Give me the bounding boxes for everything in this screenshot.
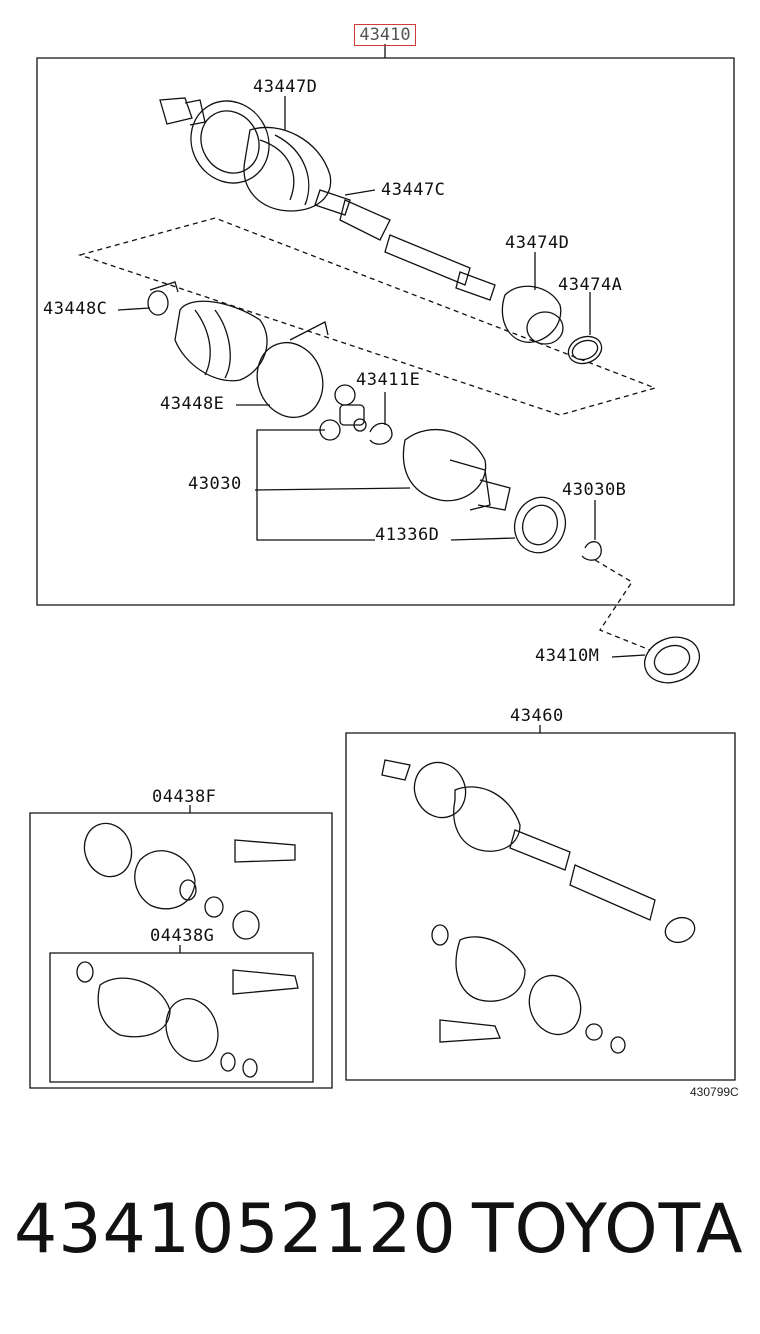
tripod-drawing [319,384,367,441]
kit-04438G-frame [49,952,314,1083]
clamp-ring-drawing [567,335,603,365]
part-label-43448E[interactable]: 43448E [160,394,225,414]
inner-boot-drawing [174,300,268,382]
outer-cv-joint-drawing [159,97,496,301]
part-label-43411E[interactable]: 43411E [356,370,421,390]
diagram-code: 430799C [690,1085,739,1099]
part-label-43447D[interactable]: 43447D [253,77,318,97]
assembly-43460-frame [345,732,736,1081]
part-label-43410M[interactable]: 43410M [535,646,600,666]
part-label-41336D[interactable]: 41336D [375,525,440,545]
inner-kit-dashed-outline [77,217,658,416]
main-assembly-number[interactable]: 43410 [354,24,416,46]
part-label-43474D[interactable]: 43474D [505,233,570,253]
oil-seal-drawing [513,496,567,554]
part-label-43448C[interactable]: 43448C [43,299,108,319]
part-label-43460[interactable]: 43460 [510,706,564,726]
part-label-43030B[interactable]: 43030B [562,480,627,500]
main-assembly-frame [36,57,735,606]
footer-part-number: 4341052120 [14,1190,457,1269]
tone-ring-drawing [501,285,564,345]
snap-ring-drawing [369,422,393,445]
bearing-drawing [643,636,701,684]
large-clamp-drawing [256,321,329,418]
footer-brand: TOYOTA [472,1190,744,1269]
assembly-43460-drawing [381,759,696,1054]
kit-04438F-frame [29,812,333,1089]
kit-04438F-drawing [83,822,296,940]
small-clamp-drawing [147,281,179,316]
circlip-drawing [581,541,602,561]
part-label-43447C[interactable]: 43447C [381,180,446,200]
part-label-04438F[interactable]: 04438F [152,787,217,807]
inboard-joint-drawing [402,428,511,511]
part-label-43474A[interactable]: 43474A [558,275,623,295]
part-label-04438G[interactable]: 04438G [150,926,215,946]
part-label-43030[interactable]: 43030 [188,474,242,494]
kit-04438G-drawing [76,961,299,1078]
